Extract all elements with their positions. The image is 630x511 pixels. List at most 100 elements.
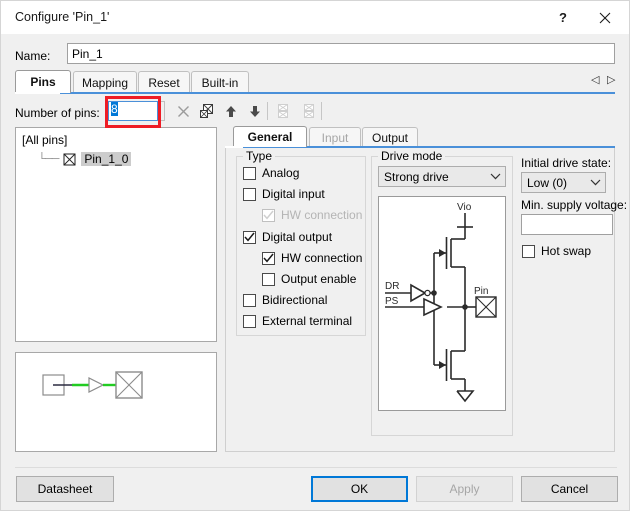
general-tab-page: Type Analog Digital input HW connecti <box>225 148 627 452</box>
checkbox-hot-swap[interactable]: Hot swap <box>522 244 591 258</box>
name-label: Name: <box>15 49 51 63</box>
number-of-pins-input[interactable]: 8 <box>108 101 158 121</box>
apply-button-label: Apply <box>449 482 480 496</box>
checkbox-bidirectional[interactable]: Bidirectional <box>243 293 327 307</box>
move-pin-down-button[interactable] <box>245 101 265 121</box>
checkbox-hot-swap-label: Hot swap <box>541 244 592 258</box>
tree-item-pin-1-0[interactable]: └── Pin_1_0 <box>38 152 132 166</box>
pin-properties-panel: General Input Output Type Analog <box>225 126 627 452</box>
checkbox-digital-output-label: Digital output <box>262 230 333 244</box>
type-group-title: Type <box>243 149 276 163</box>
checkmark-icon <box>263 253 274 263</box>
tab-scroll-right-icon[interactable]: ▷ <box>607 74 616 86</box>
pins-tab-page: Number of pins: 8 <box>15 94 627 454</box>
tab-reset[interactable]: Reset <box>138 71 190 93</box>
initial-drive-state-select[interactable]: Low (0) <box>521 172 606 193</box>
pins-tree[interactable]: [All pins] └── Pin_1_0 <box>15 127 217 342</box>
tab-output[interactable]: Output <box>362 127 418 147</box>
pin-preview-schematic <box>42 371 143 399</box>
bidirectional-checkbox-box <box>243 293 256 307</box>
apply-button[interactable]: Apply <box>416 476 513 502</box>
move-down-arrow-icon <box>250 105 260 117</box>
tab-mapping[interactable]: Mapping <box>73 71 137 93</box>
ok-button[interactable]: OK <box>311 476 408 502</box>
ok-button-label: OK <box>350 482 369 496</box>
checkbox-external-terminal-label: External terminal <box>262 314 353 328</box>
tree-branch-line: └── <box>38 153 59 165</box>
tab-general-label: General <box>247 130 293 144</box>
checkbox-digital-input-label: Digital input <box>262 187 325 201</box>
checkbox-analog-label: Analog <box>262 166 300 180</box>
tab-input[interactable]: Input <box>309 127 361 147</box>
pin-terminal-icon <box>63 153 76 165</box>
tab-mapping-label: Mapping <box>81 75 129 90</box>
tab-scroll-left-icon[interactable]: ◁ <box>591 74 600 86</box>
digital-output-hw-checkbox-box <box>262 251 275 265</box>
schematic-pin-label: Pin <box>474 286 488 297</box>
rename-pin-button[interactable] <box>197 101 217 121</box>
tab-underline <box>15 92 615 94</box>
tab-reset-label: Reset <box>148 75 180 90</box>
checkbox-digital-input[interactable]: Digital input <box>243 187 325 201</box>
rename-pin-icon <box>200 104 213 118</box>
schematic-ps-label: PS <box>385 296 399 307</box>
tab-builtin[interactable]: Built-in <box>191 71 249 93</box>
collapse-pins-button[interactable] <box>299 101 319 121</box>
digital-input-checkbox-box <box>243 187 256 201</box>
title-bar: Configure 'Pin_1' ? <box>1 1 629 34</box>
checkbox-analog[interactable]: Analog <box>243 166 299 180</box>
tree-item-label: Pin_1_0 <box>81 152 132 166</box>
drive-mode-select[interactable]: Strong drive <box>378 166 506 187</box>
schematic-dr-label: DR <box>385 281 399 292</box>
min-supply-voltage-input[interactable] <box>521 214 613 235</box>
tree-root-label: [All pins] <box>22 133 68 147</box>
delete-pin-button[interactable] <box>173 101 193 121</box>
toolbar-separator-1 <box>267 102 268 120</box>
initial-drive-state-value: Low (0) <box>527 175 568 190</box>
analog-checkbox-box <box>243 166 256 180</box>
checkbox-bidirectional-label: Bidirectional <box>262 293 328 307</box>
initial-drive-state-label: Initial drive state: <box>521 156 612 170</box>
toolbar-separator-2 <box>321 102 322 120</box>
pin-preview-panel <box>15 352 217 452</box>
checkbox-output-enable[interactable]: Output enable <box>262 272 356 286</box>
checkbox-digital-input-hw-connection: HW connection <box>262 208 362 222</box>
datasheet-button[interactable]: Datasheet <box>16 476 114 502</box>
tab-pins-label: Pins <box>30 75 56 89</box>
tab-general[interactable]: General <box>233 126 307 147</box>
checkmark-icon <box>263 210 274 220</box>
cancel-button-label: Cancel <box>550 482 589 496</box>
drive-mode-schematic: Vio DR PS Pin <box>378 196 506 411</box>
checkbox-digital-output[interactable]: Digital output <box>243 230 332 244</box>
checkbox-external-terminal[interactable]: External terminal <box>243 314 352 328</box>
datasheet-button-label: Datasheet <box>37 482 93 496</box>
help-button[interactable]: ? <box>543 1 583 34</box>
schematic-vio-label: Vio <box>457 202 472 213</box>
checkbox-digital-input-hw-label: HW connection <box>281 208 363 222</box>
close-button[interactable] <box>585 1 625 34</box>
type-groupbox <box>236 156 366 336</box>
number-of-pins-spinner[interactable] <box>158 101 165 121</box>
output-enable-checkbox-box <box>262 272 275 286</box>
number-of-pins-value: 8 <box>111 102 118 116</box>
tab-pins[interactable]: Pins <box>15 70 71 93</box>
collapse-pins-icon <box>304 104 314 118</box>
checkbox-digital-output-hw-connection[interactable]: HW connection <box>262 251 362 265</box>
drive-mode-group-title: Drive mode <box>378 149 446 163</box>
move-pin-up-button[interactable] <box>221 101 241 121</box>
external-terminal-checkbox-box <box>243 314 256 328</box>
digital-input-hw-checkbox-box <box>262 208 275 222</box>
sub-tabstrip: General Input Output <box>225 126 615 147</box>
sub-tab-underline-gap <box>225 146 243 148</box>
name-input[interactable] <box>67 43 615 64</box>
window-title: Configure 'Pin_1' <box>15 10 110 24</box>
main-tabstrip: Pins Mapping Reset Built-in <box>15 70 615 93</box>
close-icon <box>599 12 611 23</box>
chevron-down-icon <box>585 179 605 186</box>
tab-builtin-label: Built-in <box>201 75 239 90</box>
output-driver-schematic: Vio DR PS Pin <box>385 202 497 403</box>
tab-input-label: Input <box>321 130 349 145</box>
expand-pins-button[interactable] <box>273 101 293 121</box>
cancel-button[interactable]: Cancel <box>521 476 618 502</box>
